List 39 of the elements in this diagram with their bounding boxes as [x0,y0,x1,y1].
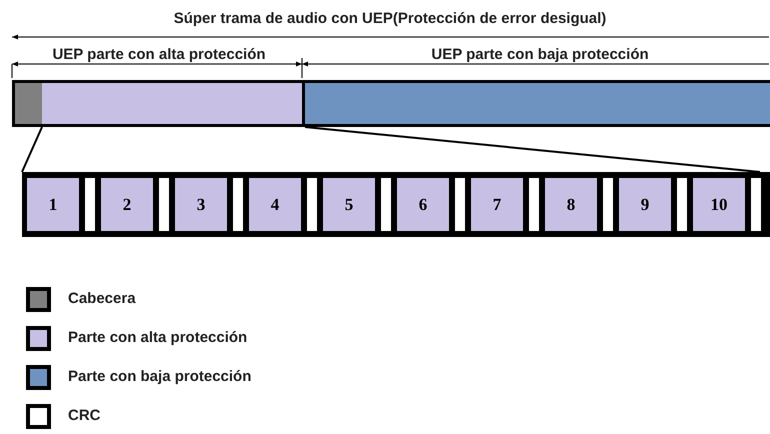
diagram-title: Súper trama de audio con UEP(Protección de error desigual) [172,9,608,29]
block-number: 8 [566,194,576,216]
subframe-strip [22,172,770,237]
legend-label: CRC [68,406,100,426]
crc-slot [233,178,243,231]
block-number: 3 [196,194,206,216]
crc-slot [307,178,317,231]
data-block [619,178,671,231]
span-label: UEP parte con baja protección [430,45,650,65]
data-block [397,178,449,231]
crc-slot [455,178,465,231]
crc-slot [677,178,687,231]
block-number: 7 [492,194,502,216]
crc-slot [159,178,169,231]
crc-slot [381,178,391,231]
data-block [175,178,227,231]
block-number: 5 [344,194,354,216]
crc-slot [751,178,761,231]
block-number: 2 [122,194,132,216]
legend-label: Parte con baja protección [68,367,252,388]
data-block [323,178,375,231]
crc-slot [529,178,539,231]
data-block [471,178,523,231]
data-block [545,178,597,231]
crc-slot [603,178,613,231]
legend-label: Parte con alta protección [68,328,248,348]
data-block [101,178,153,231]
span-label: UEP parte con alta protección [51,45,267,65]
crc-slot [85,178,95,231]
data-block [27,178,79,231]
block-number: 10 [710,194,728,216]
legend-label: Cabecera [68,289,136,310]
block-number: 1 [48,194,58,216]
zoom-line [21,126,43,172]
block-number: 6 [418,194,428,216]
block-number: 4 [270,194,280,216]
block-number: 9 [640,194,650,216]
data-block [249,178,301,231]
data-block [693,178,745,231]
